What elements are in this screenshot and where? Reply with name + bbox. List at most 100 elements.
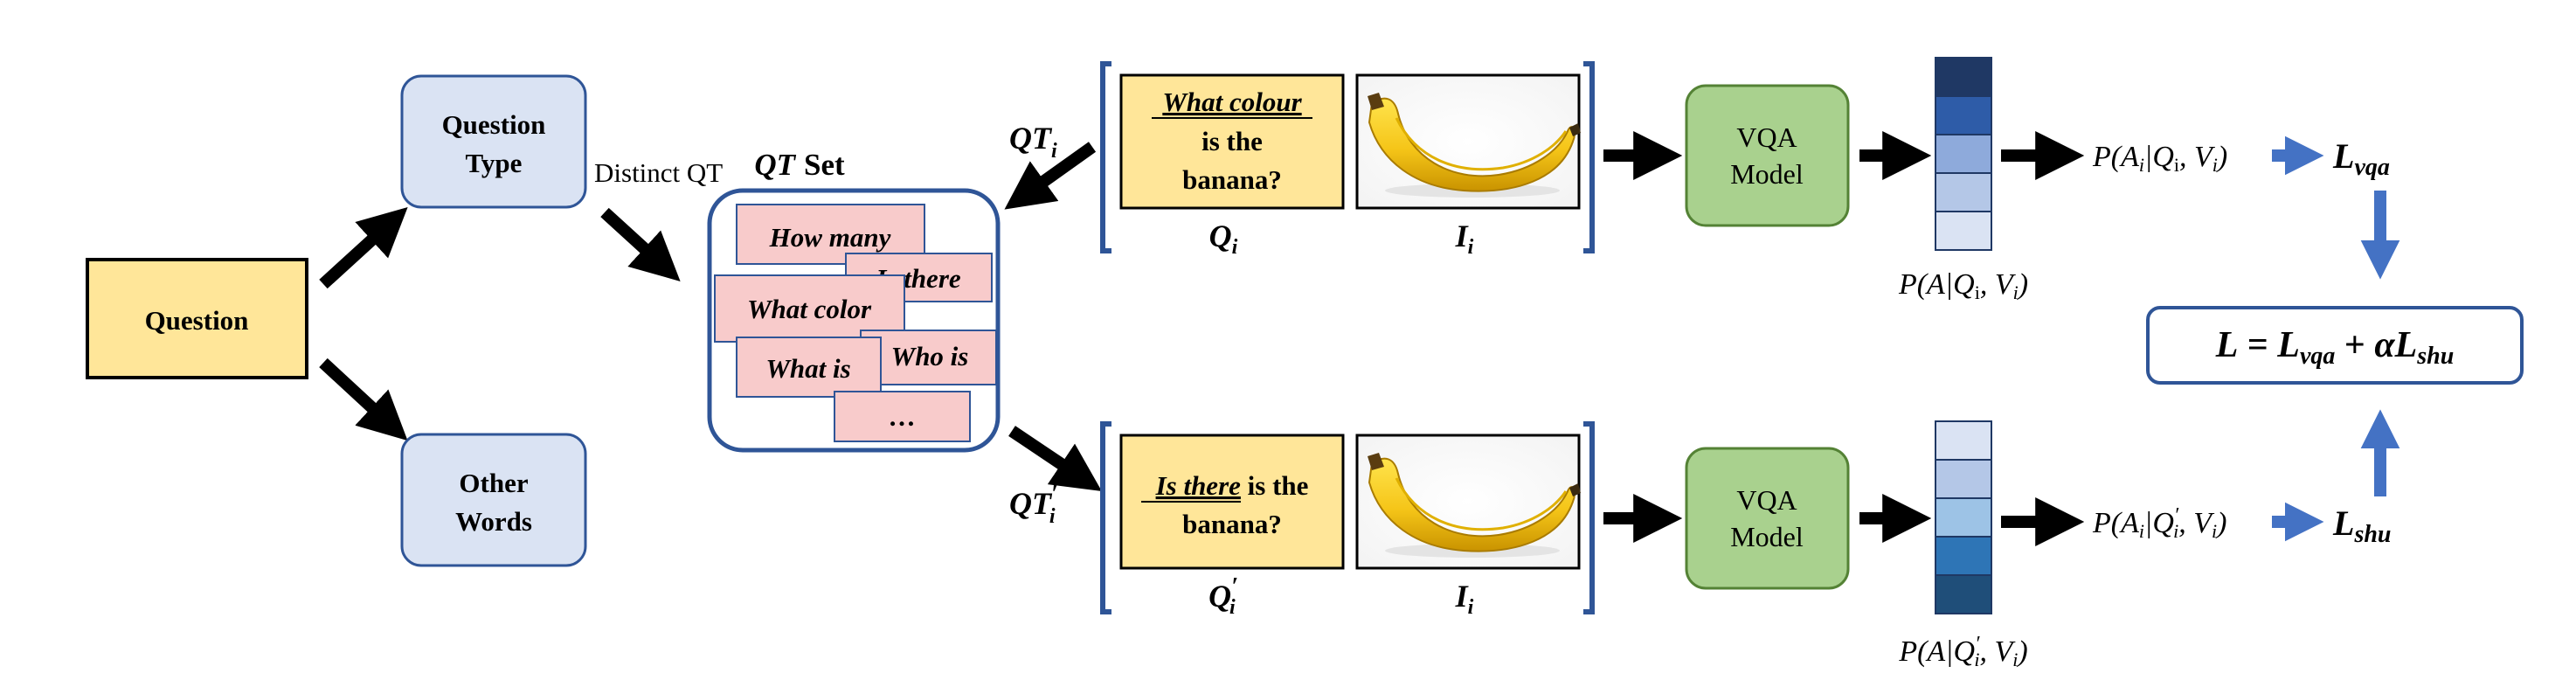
top-prob-sub: i bbox=[2139, 154, 2144, 176]
bottom-question-underlined: Is there bbox=[1155, 470, 1242, 501]
bottom-prob-end: ) bbox=[2215, 507, 2226, 539]
top-model-line1: VQA bbox=[1736, 121, 1797, 153]
bottom-q-symbol: Q bbox=[1208, 579, 1231, 614]
top-dist-cell-1 bbox=[1935, 95, 1992, 135]
bottom-q-prime: ′ bbox=[1231, 573, 1238, 600]
bottom-dist-label: P(A|Q′i, Vi) bbox=[1898, 633, 2027, 670]
bottom-question-line1-rest: is the bbox=[1241, 470, 1309, 501]
arrow-question-to-other bbox=[319, 357, 408, 441]
top-dist-cell-3 bbox=[1935, 172, 1992, 212]
arrow-qtset-to-bottom bbox=[1008, 426, 1102, 492]
qt-prime-symbol: QT bbox=[1009, 486, 1053, 521]
top-prob-sub2: i bbox=[2174, 154, 2179, 176]
bottom-dist-cell-0 bbox=[1935, 420, 1992, 461]
bottom-prob-mid: |Q bbox=[2144, 507, 2174, 539]
bottom-img-symbol: I bbox=[1455, 579, 1470, 614]
top-prob-sub3: i bbox=[2212, 154, 2218, 176]
bottom-img-sub: i bbox=[1468, 596, 1474, 619]
arrow-top-to-qtset bbox=[1004, 142, 1097, 210]
top-prob-end: ) bbox=[2216, 141, 2227, 173]
qt-i-sub: i bbox=[1051, 140, 1057, 163]
top-q-symbol: Q bbox=[1209, 219, 1232, 253]
total-loss-t2: L bbox=[2394, 325, 2418, 365]
top-dist-label-b: , V bbox=[1980, 268, 2017, 301]
bottom-dist-prime: ′ bbox=[1975, 633, 1980, 656]
arrow-type-to-qtset bbox=[600, 207, 681, 281]
qt-prime-mark: ′ bbox=[1051, 481, 1058, 508]
bottom-prob-sub: i bbox=[2139, 520, 2144, 542]
top-question-box: What colour is the banana? bbox=[1119, 73, 1345, 210]
top-model-line2: Model bbox=[1730, 158, 1804, 190]
top-dist-label-a: P(A|Q bbox=[1898, 268, 1975, 301]
bottom-prob-a: P(A bbox=[2092, 507, 2139, 539]
top-dist-cell-0 bbox=[1935, 57, 1992, 97]
distinct-qt-label: Distinct QT bbox=[594, 157, 723, 188]
qt-chip-what-is: What is bbox=[765, 353, 850, 384]
top-img-label: Ii bbox=[1455, 219, 1474, 259]
top-dist-cell-4 bbox=[1935, 211, 1992, 251]
bottom-question-line1: Is there is the bbox=[1155, 470, 1309, 501]
bottom-prob-sub3: i bbox=[2212, 520, 2217, 542]
qt-set-title-symbol: QT bbox=[754, 148, 796, 182]
top-dist-cell-2 bbox=[1935, 134, 1992, 174]
top-bracket-left bbox=[1100, 61, 1111, 253]
top-question-line2: is the bbox=[1201, 126, 1263, 156]
bottom-prob-label: P(Ai|Q′i, Vi) bbox=[2092, 504, 2227, 542]
qt-prime-i-label: QT′i bbox=[1009, 481, 1058, 528]
loss-shu-sub: shu bbox=[2353, 521, 2391, 548]
bottom-dist-label-sub: i bbox=[1974, 649, 1979, 670]
top-img-sub: i bbox=[1468, 236, 1474, 259]
bottom-model-line2: Model bbox=[1730, 521, 1804, 552]
bottom-image-box bbox=[1355, 434, 1581, 570]
qt-chip-ellipsis: … bbox=[889, 401, 916, 432]
top-dist-label-end: ) bbox=[2017, 268, 2028, 301]
qt-i-label: QTi bbox=[1009, 121, 1057, 163]
bottom-prob-rest: , V bbox=[2178, 507, 2215, 539]
loss-vqa-label: Lvqa bbox=[2332, 136, 2390, 181]
top-prob-a: P(A bbox=[2092, 141, 2139, 173]
qt-chip-ellipsis-bg bbox=[834, 391, 971, 442]
qt-i-symbol: QT bbox=[1009, 121, 1053, 156]
total-loss-alpha: α bbox=[2374, 325, 2395, 365]
bottom-dist-cell-2 bbox=[1935, 497, 1992, 538]
qt-chip-who-is-bg bbox=[860, 330, 997, 385]
loss-shu-label: Lshu bbox=[2332, 503, 2391, 548]
other-words-line1: Other bbox=[459, 468, 528, 498]
qt-chip-how-many: How many bbox=[769, 222, 891, 253]
bottom-bracket-right bbox=[1583, 421, 1595, 614]
bottom-dist-cell-1 bbox=[1935, 459, 1992, 499]
top-prob-rest: , V bbox=[2179, 141, 2216, 173]
qt-chip-what-is-bg bbox=[736, 337, 882, 398]
top-dist-label: P(A|Qi, Vi) bbox=[1898, 268, 2028, 303]
arrow-question-to-type bbox=[319, 207, 408, 289]
top-banana-icon bbox=[1368, 93, 1581, 198]
bottom-dist-label-end: ) bbox=[2016, 635, 2027, 668]
top-q-label: Qi bbox=[1209, 219, 1238, 259]
top-prob-label: P(Ai|Qi, Vi) bbox=[2092, 141, 2227, 176]
bottom-img-label: Ii bbox=[1455, 579, 1474, 619]
loss-shu-symbol: L bbox=[2332, 503, 2354, 543]
bottom-q-sub: i bbox=[1229, 596, 1236, 619]
question-type-line2: Type bbox=[466, 148, 523, 178]
other-words-line2: Words bbox=[455, 506, 532, 537]
qt-prime-sub: i bbox=[1049, 505, 1056, 528]
loss-vqa-sub: vqa bbox=[2354, 154, 2389, 181]
bottom-bracket-left bbox=[1100, 421, 1111, 614]
top-dist-label-sub: i bbox=[1975, 281, 1980, 303]
qt-set-box: How many Is there What color Who is What… bbox=[707, 188, 1001, 453]
top-q-sub: i bbox=[1232, 236, 1238, 259]
total-loss-eq: = bbox=[2238, 325, 2277, 365]
total-loss-equation: L = Lvqa + αLshu bbox=[2215, 325, 2455, 370]
bottom-dist-label-sub2: i bbox=[2012, 649, 2018, 670]
top-bracket-right bbox=[1583, 61, 1595, 253]
top-dist-label-sub2: i bbox=[2013, 281, 2019, 303]
total-loss-lhs: L bbox=[2215, 325, 2239, 365]
bottom-distribution-bar bbox=[1935, 420, 1992, 614]
qt-chip-what-color: What color bbox=[747, 294, 872, 324]
total-loss-t2-sub: shu bbox=[2416, 343, 2454, 370]
qt-chip-who-is: Who is bbox=[891, 341, 969, 371]
total-loss-t1-sub: vqa bbox=[2300, 343, 2335, 370]
other-words-box: Other Words bbox=[400, 433, 587, 567]
top-distribution-bar bbox=[1935, 57, 1992, 251]
top-img-symbol: I bbox=[1455, 219, 1470, 253]
